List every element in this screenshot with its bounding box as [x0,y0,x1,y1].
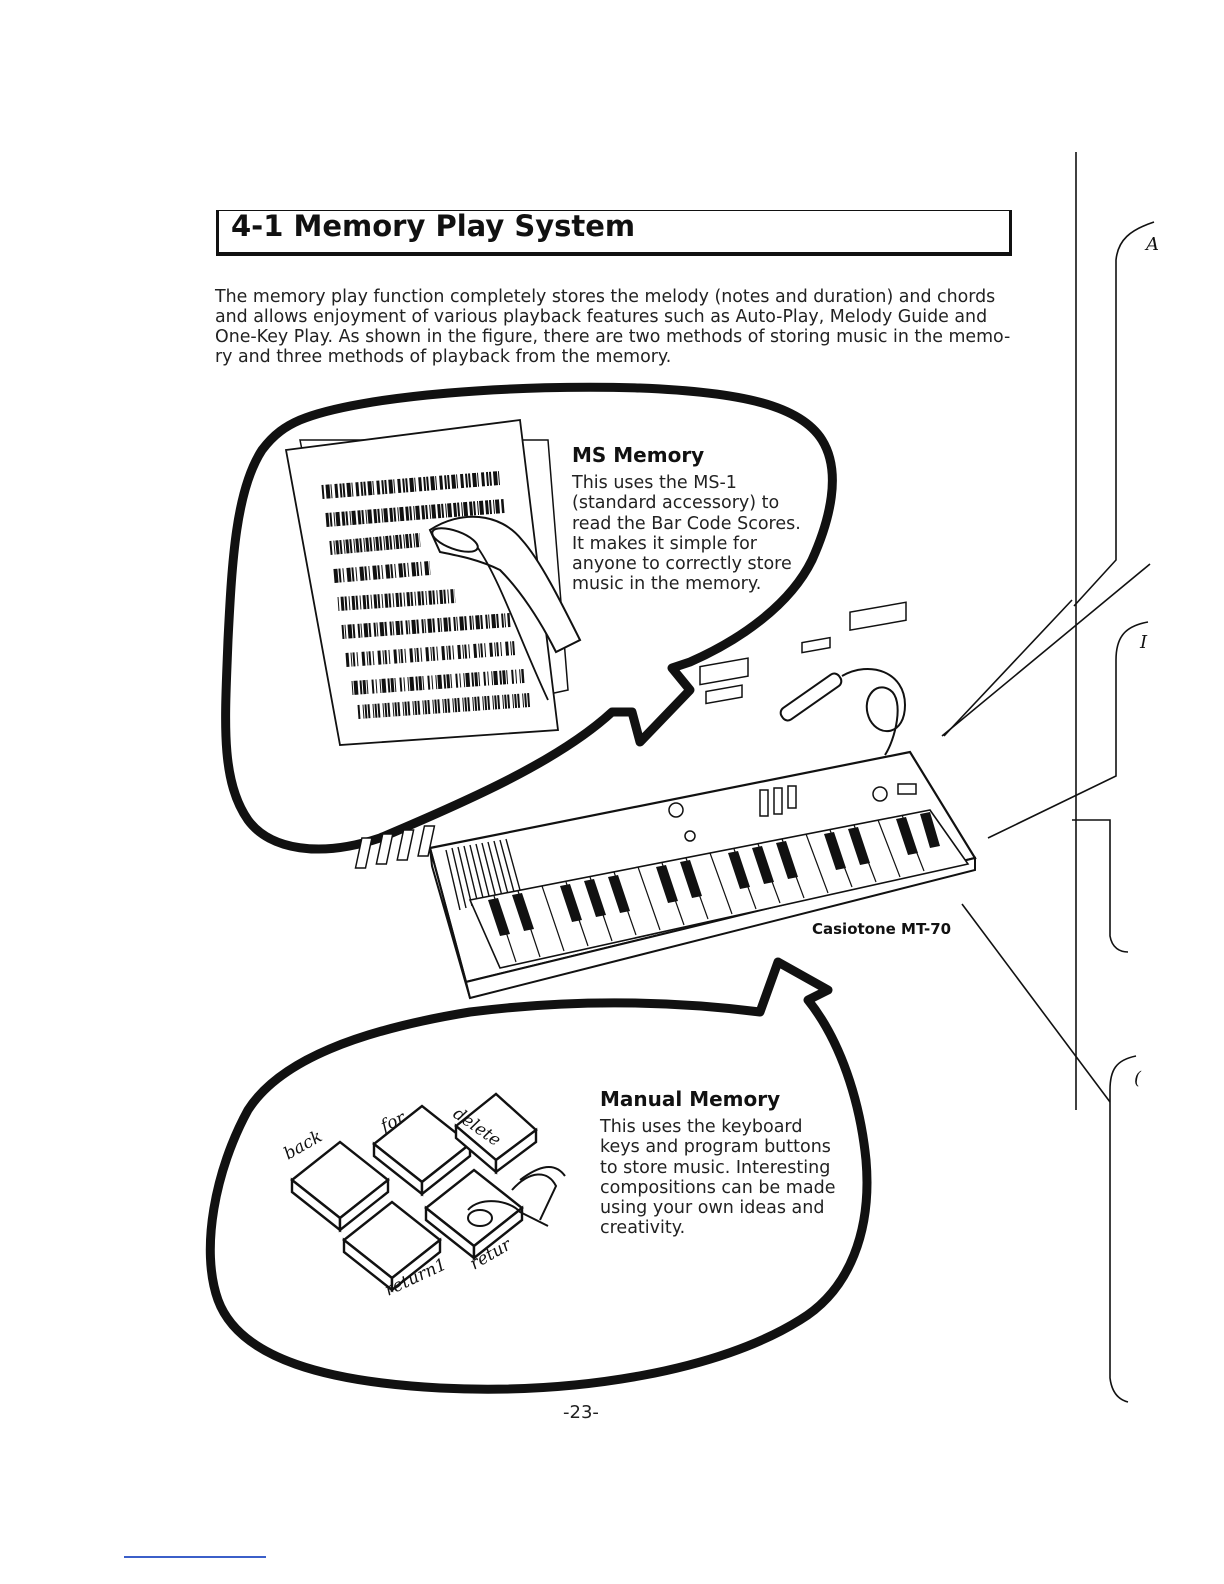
pressing-hand [467,1166,566,1227]
footer-link-line [124,1556,266,1558]
ms-memory-line: anyone to correctly store [572,554,792,575]
ms-memory-line: (standard accessory) to [572,493,780,514]
delete-button-drawing [454,1092,538,1175]
ms-memory-line: music in the memory. [572,574,762,595]
right-connectors [941,152,1155,1403]
ms-memory-line: It makes it simple for [572,533,757,554]
section-title: 4-1 Memory Play System [231,209,636,243]
ms1-wand [779,672,843,722]
right-edge-letter: ( [1134,1068,1142,1089]
ms1-cable [841,668,907,756]
right-edge-letter: A [1144,234,1159,255]
back-button-drawing [290,1140,390,1233]
intro-line: and allows enjoyment of various playback… [215,307,988,327]
wand-pen [431,527,479,553]
keyboard-caption: Casiotone MT-70 [812,920,952,938]
section-title-box [216,210,1012,256]
manual-memory-line: keys and program buttons [600,1137,831,1158]
right-edge-letter: I [1139,632,1148,653]
ms-memory-bubble [221,382,837,854]
barcode-rows [321,471,531,719]
manual-memory-body: This uses the keyboard keys and program … [600,1117,835,1239]
ms-memory-line: read the Bar Code Scores. [572,513,801,534]
intro-paragraph: The memory play function completely stor… [215,287,1015,367]
ms-memory-callout: MS Memory This uses the MS-1 (standard a… [572,443,801,595]
manual-memory-bubble [205,957,872,1394]
manual-memory-callout: Manual Memory This uses the keyboard key… [600,1087,835,1239]
manual-memory-line: to store music. Interesting [600,1157,831,1178]
intro-line: One-Key Play. As shown in the figure, th… [215,327,1011,347]
for-button-drawing [372,1104,472,1197]
manual-memory-line: creativity. [600,1218,686,1239]
wand-cable [477,547,549,701]
ms-memory-line: This uses the MS-1 [572,473,737,493]
intro-line: ry and three methods of playback from th… [215,347,672,367]
return1-button-drawing [342,1200,442,1293]
manual-memory-line: compositions can be made [600,1177,836,1198]
program-buttons [290,1092,538,1293]
ms-memory-title: MS Memory [572,443,705,467]
return2-button-drawing [424,1168,524,1261]
manual-memory-line: using your own ideas and [600,1198,825,1219]
right-edge-letters: A I ( [1134,234,1159,1089]
page-number: -23- [563,1402,599,1423]
manual-memory-line: This uses the keyboard [600,1117,803,1137]
intro-line: The memory play function completely stor… [215,287,996,307]
ms-memory-body: This uses the MS-1 (standard accessory) … [572,473,801,595]
manual-memory-title: Manual Memory [600,1087,781,1111]
keyboard-mt70 [354,601,977,1000]
